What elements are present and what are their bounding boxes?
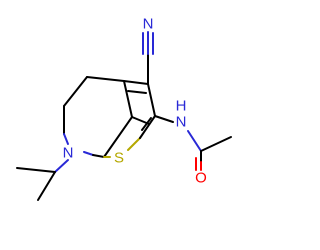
bond-s-c2 — [127, 137, 141, 151]
bond-c2-n — [154, 115, 174, 123]
bond-c4-c3a — [86, 76, 125, 82]
bond-co-ch3 — [200, 136, 232, 152]
bond-c7a-c7 — [103, 116, 133, 158]
bond-c3a-c7a — [123, 80, 133, 118]
bond-c3a-c3 — [123, 80, 149, 85]
bond-n-c7 — [83, 151, 94, 156]
bond-ch-ch3-down — [37, 171, 56, 201]
amide-hydrogen-label: H — [176, 98, 187, 115]
bond-c2-double — [141, 117, 152, 131]
amide-nitrogen-label: N — [176, 114, 187, 131]
ring-nitrogen-label: N — [63, 145, 74, 162]
bond-nh-co — [187, 130, 202, 152]
bond-c5b-n — [63, 133, 69, 145]
bond-c3-c2 — [147, 83, 156, 117]
bond-c3a-c3-double — [127, 90, 147, 94]
bond-c7-c7a — [92, 154, 105, 158]
carbonyl-oxygen-label: O — [195, 170, 207, 187]
bond-c2-join — [139, 115, 156, 139]
bond-n-ch — [54, 159, 69, 173]
bond-c4-c5 — [63, 76, 88, 107]
molecule-diagram: N N H O S N — [16, 16, 232, 201]
nitrile-nitrogen-label: N — [143, 16, 154, 33]
bond-ch-ch3-left — [16, 167, 56, 173]
structure-canvas: N N H O S N — [16, 16, 232, 201]
thiophene-sulfur-label: S — [114, 150, 124, 167]
